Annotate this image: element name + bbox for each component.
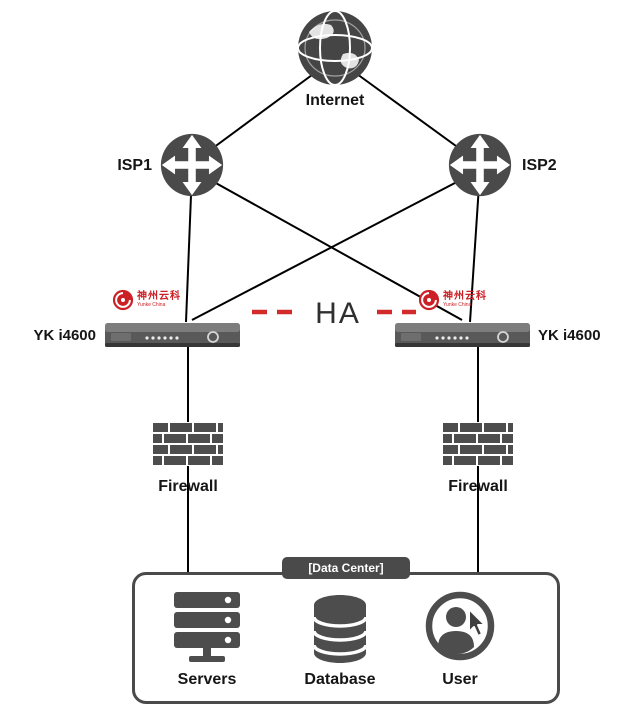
vendor-name-en: Yunke China [443, 302, 472, 308]
firewall-left-icon [152, 422, 224, 466]
datacenter-label: [Data Center] [282, 557, 410, 579]
internet-globe-icon [297, 10, 373, 86]
link-isp2-appliance-left [191, 171, 477, 321]
isp2-router-icon [448, 133, 512, 197]
firewall-right-icon [442, 422, 514, 466]
link-isp1-appliance-right [195, 171, 463, 321]
appliance-right-icon [395, 323, 530, 347]
isp2-label: ISP2 [522, 157, 557, 174]
database-icon [312, 595, 368, 663]
appliance-left-label: YK i4600 [33, 327, 96, 344]
vendor-name-cn: 神州云科 [443, 291, 487, 302]
servers-icon [174, 592, 240, 662]
user-icon [425, 591, 495, 661]
yunke-swirl-icon [418, 289, 440, 311]
vendor-logo-left: 神州云科 Yunke China [112, 289, 181, 311]
internet-label: Internet [305, 92, 365, 109]
database-label: Database [304, 671, 376, 688]
firewall-right-label: Firewall [448, 478, 508, 495]
user-label: User [442, 671, 478, 688]
vendor-name-cn: 神州云科 [137, 291, 181, 302]
appliance-left-icon [105, 323, 240, 347]
cursor-arrow-icon [468, 608, 486, 637]
vendor-name-en: Yunke China [137, 302, 166, 308]
yunke-swirl-icon [112, 289, 134, 311]
vendor-logo-right: 神州云科 Yunke China [418, 289, 487, 311]
firewall-left-label: Firewall [158, 478, 218, 495]
isp1-label: ISP1 [117, 157, 152, 174]
isp1-router-icon [160, 133, 224, 197]
ha-label: HA [302, 294, 374, 334]
appliance-right-label: YK i4600 [538, 327, 601, 344]
servers-label: Servers [177, 671, 237, 688]
